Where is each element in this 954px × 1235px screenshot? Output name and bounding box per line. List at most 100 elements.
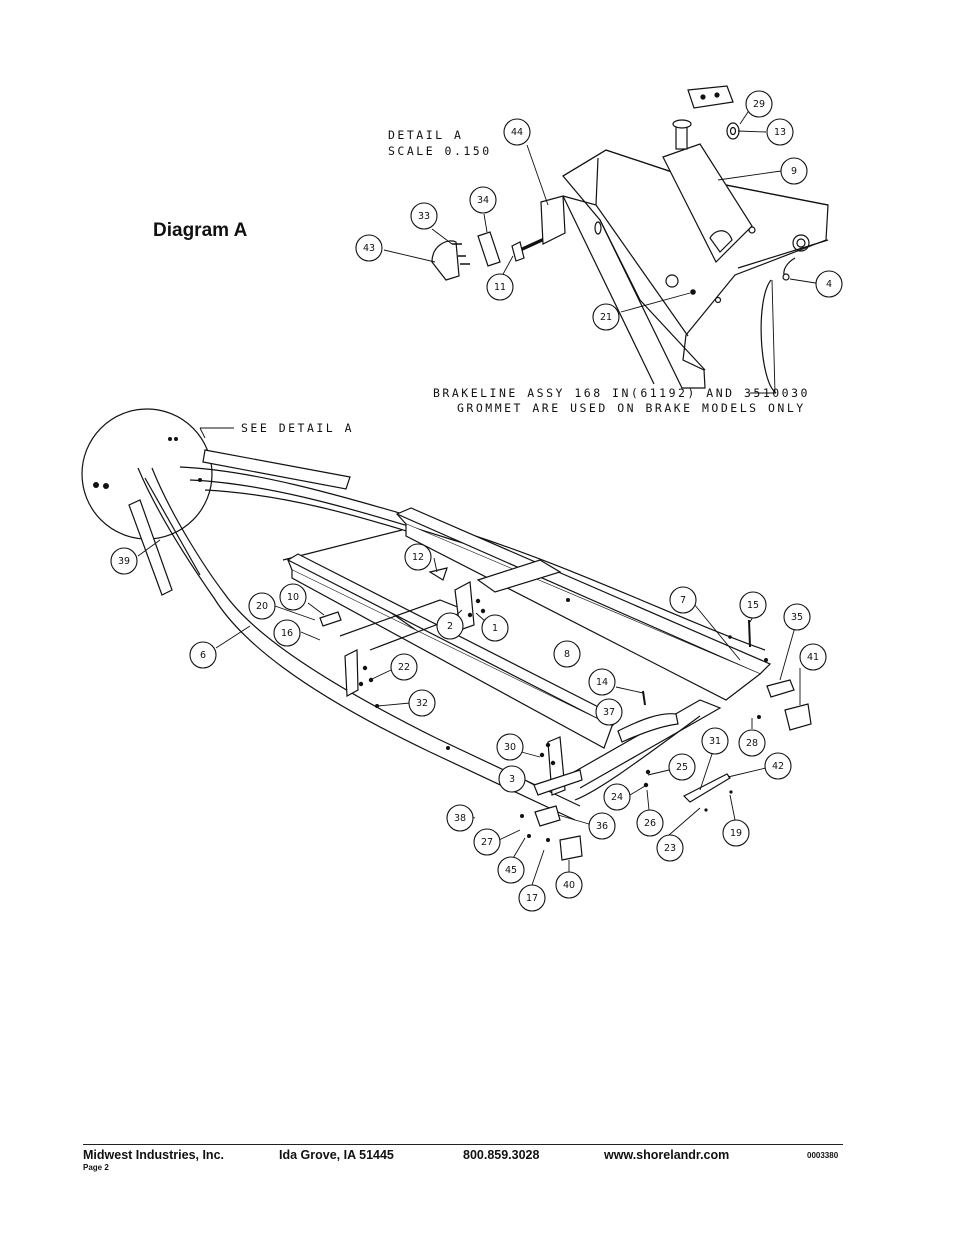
callout-number: 25 xyxy=(676,762,688,773)
callout-45: 45 xyxy=(497,856,525,884)
callout-28: 28 xyxy=(738,729,766,757)
callout-39: 39 xyxy=(110,547,138,575)
callout-7: 7 xyxy=(669,586,697,614)
callout-number: 34 xyxy=(477,195,489,206)
footer-website[interactable]: www.shorelandr.com xyxy=(604,1148,730,1162)
callout-circle xyxy=(656,834,684,862)
trailer-frame-drawing xyxy=(81,408,812,861)
callout-19: 19 xyxy=(722,819,750,847)
callout-circle xyxy=(739,591,767,619)
callout-37: 37 xyxy=(595,698,623,726)
callout-circle xyxy=(603,783,631,811)
callout-14: 14 xyxy=(588,668,616,696)
callout-34: 34 xyxy=(469,186,497,214)
callout-circle xyxy=(481,614,509,642)
callout-number: 8 xyxy=(564,649,570,660)
brakeline-note-2: GROMMET ARE USED ON BRAKE MODELS ONLY xyxy=(457,401,806,415)
callout-circle xyxy=(355,234,383,262)
callout-circle xyxy=(410,202,438,230)
callout-number: 2 xyxy=(447,621,453,632)
callout-circle xyxy=(390,653,418,681)
callout-40: 40 xyxy=(555,871,583,899)
callout-27: 27 xyxy=(473,828,501,856)
callout-circle xyxy=(766,118,794,146)
diagram-title: Diagram A xyxy=(153,220,248,241)
callout-number: 39 xyxy=(118,556,130,567)
callout-8: 8 xyxy=(553,640,581,668)
callout-25: 25 xyxy=(668,753,696,781)
callout-number: 16 xyxy=(281,628,293,639)
callout-circle xyxy=(668,753,696,781)
callout-33: 33 xyxy=(410,202,438,230)
callout-circle xyxy=(636,809,664,837)
callout-20: 20 xyxy=(248,592,276,620)
callout-11: 11 xyxy=(486,273,514,301)
footer-company: Midwest Industries, Inc. xyxy=(83,1148,224,1162)
callout-number: 22 xyxy=(398,662,410,673)
callout-36: 36 xyxy=(588,812,616,840)
callout-12: 12 xyxy=(404,543,432,571)
callout-number: 28 xyxy=(746,738,758,749)
callout-3: 3 xyxy=(498,765,526,793)
callout-circle xyxy=(815,270,843,298)
callout-circle xyxy=(780,157,808,185)
callout-2: 2 xyxy=(436,612,464,640)
callout-circle xyxy=(745,90,773,118)
detail-leaders xyxy=(383,105,823,394)
callout-6: 6 xyxy=(189,641,217,669)
callout-number: 12 xyxy=(412,552,424,563)
callout-38: 38 xyxy=(446,804,474,832)
callout-number: 36 xyxy=(596,821,608,832)
callout-circle xyxy=(592,303,620,331)
callout-26: 26 xyxy=(636,809,664,837)
callout-4: 4 xyxy=(815,270,843,298)
callout-circle xyxy=(110,547,138,575)
callout-32: 32 xyxy=(408,689,436,717)
callout-circle xyxy=(473,828,501,856)
callout-30: 30 xyxy=(496,733,524,761)
page-footer: Midwest Industries, Inc. Ida Grove, IA 5… xyxy=(83,1144,843,1172)
callout-circle xyxy=(588,812,616,840)
callout-number: 3 xyxy=(509,774,515,785)
footer-page-number: Page 2 xyxy=(83,1163,109,1172)
callout-number: 11 xyxy=(494,282,506,293)
detail-a-drawing xyxy=(431,85,829,393)
callout-number: 15 xyxy=(747,600,759,611)
callout-number: 41 xyxy=(807,652,819,663)
callout-circle xyxy=(764,752,792,780)
callout-number: 33 xyxy=(418,211,430,222)
callout-number: 37 xyxy=(603,707,615,718)
callout-circle xyxy=(783,603,811,631)
callout-circle xyxy=(553,640,581,668)
callout-15: 15 xyxy=(739,591,767,619)
callout-circle xyxy=(446,804,474,832)
callout-17: 17 xyxy=(518,884,546,912)
callout-number: 32 xyxy=(416,698,428,709)
callout-10: 10 xyxy=(279,583,307,611)
callout-number: 4 xyxy=(826,279,832,290)
callout-circle xyxy=(503,118,531,146)
callout-number: 29 xyxy=(753,99,765,110)
footer-phone: 800.859.3028 xyxy=(463,1148,540,1162)
callout-number: 35 xyxy=(791,612,803,623)
callout-circle xyxy=(497,856,525,884)
callout-number: 7 xyxy=(680,595,686,606)
callout-number: 17 xyxy=(526,893,538,904)
callout-circle xyxy=(669,586,697,614)
callout-43: 43 xyxy=(355,234,383,262)
callout-number: 13 xyxy=(774,127,786,138)
callout-22: 22 xyxy=(390,653,418,681)
see-detail-note: SEE DETAIL A xyxy=(241,421,354,435)
callout-circle xyxy=(588,668,616,696)
callout-31: 31 xyxy=(701,727,729,755)
callout-13: 13 xyxy=(766,118,794,146)
callout-number: 9 xyxy=(791,166,797,177)
callout-circle xyxy=(404,543,432,571)
callout-circle xyxy=(701,727,729,755)
callout-number: 30 xyxy=(504,742,516,753)
callout-number: 26 xyxy=(644,818,656,829)
callout-circle xyxy=(273,619,301,647)
detail-label: DETAIL A xyxy=(388,128,463,142)
callout-circle xyxy=(408,689,436,717)
